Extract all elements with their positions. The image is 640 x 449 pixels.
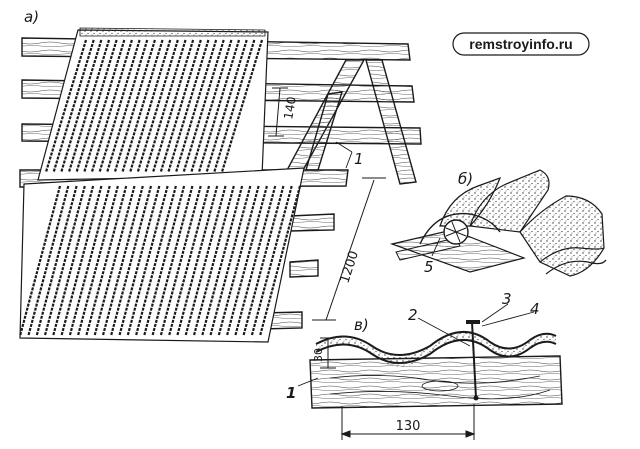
dim-140 (268, 87, 288, 137)
corrugation-rib (126, 185, 169, 337)
corrugation-rib (60, 39, 103, 173)
figure-label-a: а) (24, 8, 39, 26)
corrugation-rib (93, 185, 136, 337)
corrugation-rib (52, 39, 95, 173)
callout-1-leaders (335, 141, 353, 169)
rafter-3 (305, 91, 343, 171)
corrugation-rib (27, 185, 70, 337)
corrugation-rib (109, 185, 153, 337)
dim-140-label: 140 (281, 96, 299, 121)
detail-batten (309, 355, 563, 409)
corrugation-rib (213, 39, 256, 173)
dim-130 (340, 404, 476, 440)
corrugation-rib (35, 185, 78, 337)
corrugation-rib (85, 185, 128, 337)
corrugation-rib (205, 39, 248, 173)
corrugation-rib (101, 185, 144, 337)
rafters (284, 59, 417, 185)
corrugation-rib (76, 185, 119, 337)
corrugation-rib (192, 185, 235, 337)
figure-v-fastening: в) 30 130 (286, 290, 563, 440)
corrugation-rib (106, 39, 149, 173)
corrugation-rib (67, 39, 111, 173)
lower-sheet (18, 167, 305, 343)
corrugation-rib (98, 39, 141, 173)
corrugation-rib (250, 185, 293, 337)
corrugation-rib (197, 39, 241, 173)
corrugation-rib (152, 39, 195, 173)
corrugation-rib (175, 39, 218, 173)
corrugation-rib (167, 39, 210, 173)
fastener-screw (471, 321, 477, 399)
callout-1: 1 (354, 150, 364, 168)
corrugation-rib (44, 39, 88, 173)
corrugation-rib (121, 39, 164, 173)
watermark-badge: remstroyinfo.ru (452, 32, 590, 56)
corrugation-rib (113, 39, 156, 173)
dim-1200-label: 1200 (338, 249, 362, 285)
corrugation-rib (52, 185, 95, 337)
corrugation-rib (209, 185, 252, 337)
batten-6 (289, 259, 319, 278)
callout-4: 4 (530, 300, 540, 318)
dim-1200 (312, 177, 386, 321)
detail-callout-leaders (297, 303, 535, 387)
corrugation-rib (136, 39, 179, 173)
batten-5 (289, 213, 335, 232)
corrugation-rib (90, 39, 133, 173)
upper-sheet (37, 27, 269, 181)
corrugation-rib (220, 39, 264, 173)
watermark-text: remstroyinfo.ru (469, 36, 572, 52)
corrugation-rib (225, 185, 268, 337)
rafter-2 (365, 59, 417, 185)
callout-5: 5 (424, 258, 434, 276)
ridge-tile-2 (469, 169, 550, 233)
corrugation-rib (184, 185, 227, 337)
corrugation-rib (201, 185, 244, 337)
corrugation-rib (182, 39, 225, 173)
corrugation-rib (83, 39, 126, 173)
corrugation-rib (144, 39, 187, 173)
ridge-board (389, 229, 526, 273)
dim-130-label: 130 (396, 419, 421, 434)
corrugation-rib (118, 185, 161, 337)
callout-1b: 1 (286, 384, 296, 402)
callout-3: 3 (502, 290, 512, 308)
corrugation-rib (60, 185, 103, 337)
figure-label-v: в) (354, 316, 369, 334)
corrugation-rib (129, 39, 172, 173)
corrugation-rib (143, 185, 186, 337)
corrugation-rib (234, 185, 277, 337)
corrugation-rib (217, 185, 260, 337)
corrugation-rib (242, 185, 285, 337)
figure-a-roof: 140 1200 1 а) (18, 8, 422, 343)
dim-30 (320, 337, 336, 369)
corrugation-rib (176, 185, 219, 337)
ridge-tile-3 (519, 195, 605, 277)
corrugation-rib (134, 185, 177, 337)
corrugation-rib (159, 185, 202, 337)
figure-b-ridge: б) 5 (389, 169, 607, 277)
callout-5-leader (431, 237, 441, 257)
dim-30-label: 30 (312, 348, 325, 362)
corrugation-rib (43, 185, 86, 337)
corrugation-rib (18, 185, 62, 337)
corrugation-rib (75, 39, 118, 173)
corrugation-rib (151, 185, 194, 337)
corrugation-rib (258, 185, 302, 337)
corrugation-rib (167, 185, 211, 337)
corrugation-rib (159, 39, 202, 173)
callout-2: 2 (408, 306, 418, 324)
corrugation-rib (68, 185, 111, 337)
figure-label-b: б) (458, 170, 473, 188)
corrugation-rib (190, 39, 233, 173)
